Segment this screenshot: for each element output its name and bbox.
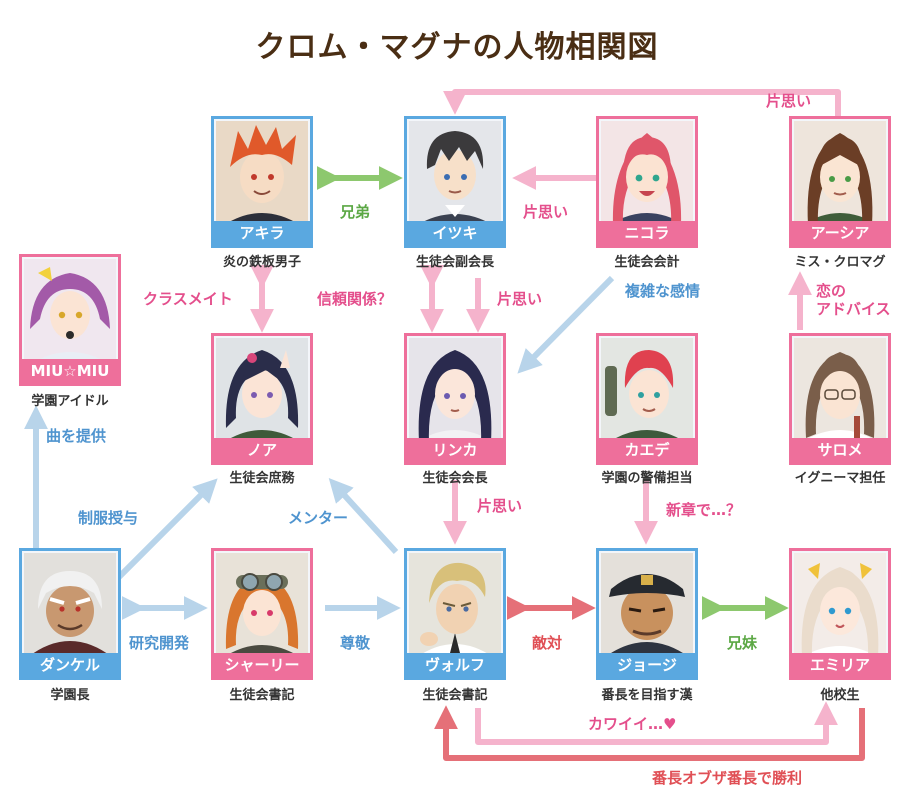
name-plate: イツキ <box>407 221 503 245</box>
label-koi-advice: 恋の アドバイス <box>816 282 891 318</box>
label-shouri: 番長オブザ番長で勝利 <box>652 769 803 787</box>
card-itsuki[interactable]: イツキ <box>404 116 506 248</box>
role-akira: 炎の鉄板男子 <box>222 255 301 270</box>
card-dankel[interactable]: ダンケル <box>19 548 121 680</box>
name-plate: アキラ <box>214 221 310 245</box>
noa-portrait <box>216 338 308 442</box>
edge-nicola-rinka <box>517 275 615 374</box>
edge-dankel-noa <box>115 478 218 581</box>
role-kaede: 学園の警備担当 <box>601 471 693 486</box>
name-plate: サロメ <box>792 438 888 462</box>
miu-portrait <box>24 259 116 363</box>
card-george[interactable]: ジョージ <box>596 548 698 680</box>
label-kyoudai: 兄弟 <box>340 203 371 221</box>
edge-asia-itsuki <box>443 89 841 116</box>
shirley-portrait <box>216 553 308 657</box>
edge-wolf-noa <box>328 478 399 555</box>
name-plate: ヴォルフ <box>407 653 503 677</box>
name-plate: ノア <box>214 438 310 462</box>
name-plate: MIU☆MIU <box>22 359 118 383</box>
name-plate: カエデ <box>599 438 695 462</box>
wolf-portrait <box>409 553 501 657</box>
label-mentor: メンター <box>288 509 349 527</box>
name-plate: ダンケル <box>22 653 118 677</box>
label-kenkyuu: 研究開発 <box>129 634 190 652</box>
label-shinshou: 新章で…？ <box>666 501 742 519</box>
page-title: クロム・マグナの人物相関図 <box>255 30 659 65</box>
role-george: 番長を目指す漢 <box>601 688 693 703</box>
name-plate: シャーリー <box>214 653 310 677</box>
card-rinka[interactable]: リンカ <box>404 333 506 465</box>
dankel-portrait <box>24 553 116 657</box>
name-plate: アーシア <box>792 221 888 245</box>
role-noa: 生徒会庶務 <box>229 471 295 486</box>
card-nicola[interactable]: ニコラ <box>596 116 698 248</box>
role-salome: イグニーマ担任 <box>794 471 886 486</box>
role-shirley: 生徒会書記 <box>229 688 295 703</box>
role-emilia: 他校生 <box>820 688 860 703</box>
akira-portrait <box>216 121 308 225</box>
card-asia[interactable]: アーシア <box>789 116 891 248</box>
rinka-portrait <box>409 338 501 442</box>
label-kawaii: カワイイ…♥ <box>588 715 677 733</box>
card-shirley[interactable]: シャーリー <box>211 548 313 680</box>
nicola-portrait <box>601 121 693 225</box>
label-kataomoi-nicola: 片思い <box>523 203 569 221</box>
label-kyoudai-sis: 兄妹 <box>727 634 758 652</box>
role-nicola: 生徒会会計 <box>614 255 680 270</box>
card-akira[interactable]: アキラ <box>211 116 313 248</box>
role-miu: 学園アイドル <box>31 394 109 409</box>
kaede-portrait <box>601 338 693 442</box>
role-itsuki: 生徒会副会長 <box>415 255 494 270</box>
edge-wolf-emilia <box>475 701 838 745</box>
role-asia: ミス・クロマグ <box>794 255 886 270</box>
card-salome[interactable]: サロメ <box>789 333 891 465</box>
card-emilia[interactable]: エミリア <box>789 548 891 680</box>
edge-emilia-wolf <box>434 705 865 761</box>
role-wolf: 生徒会書記 <box>422 688 488 703</box>
label-sonkei: 尊敬 <box>340 634 371 652</box>
name-plate: リンカ <box>407 438 503 462</box>
card-kaede[interactable]: カエデ <box>596 333 698 465</box>
label-kataomoi-rinka: 片思い <box>477 497 523 515</box>
name-plate: ジョージ <box>599 653 695 677</box>
card-noa[interactable]: ノア <box>211 333 313 465</box>
role-dankel: 学園長 <box>50 688 90 703</box>
george-portrait <box>601 553 693 657</box>
name-plate: ニコラ <box>599 221 695 245</box>
card-wolf[interactable]: ヴォルフ <box>404 548 506 680</box>
salome-portrait <box>794 338 886 442</box>
role-rinka: 生徒会会長 <box>422 471 488 486</box>
card-miu[interactable]: MIU☆MIU <box>19 254 121 386</box>
label-classmate: クラスメイト <box>143 290 233 308</box>
asia-portrait <box>794 121 886 225</box>
label-kataomoi-itsuki: 片思い <box>497 290 543 308</box>
label-kyoku: 曲を提供 <box>46 427 107 445</box>
label-tekitai: 敵対 <box>532 634 563 652</box>
emilia-portrait <box>794 553 886 657</box>
label-kataomoi-asia: 片思い <box>766 92 812 110</box>
itsuki-portrait <box>409 121 501 225</box>
label-shinrai: 信頼関係？ <box>317 290 393 308</box>
label-fukuzatsu: 複雑な感情 <box>625 282 701 300</box>
name-plate: エミリア <box>792 653 888 677</box>
label-seifuku: 制服授与 <box>78 509 139 527</box>
